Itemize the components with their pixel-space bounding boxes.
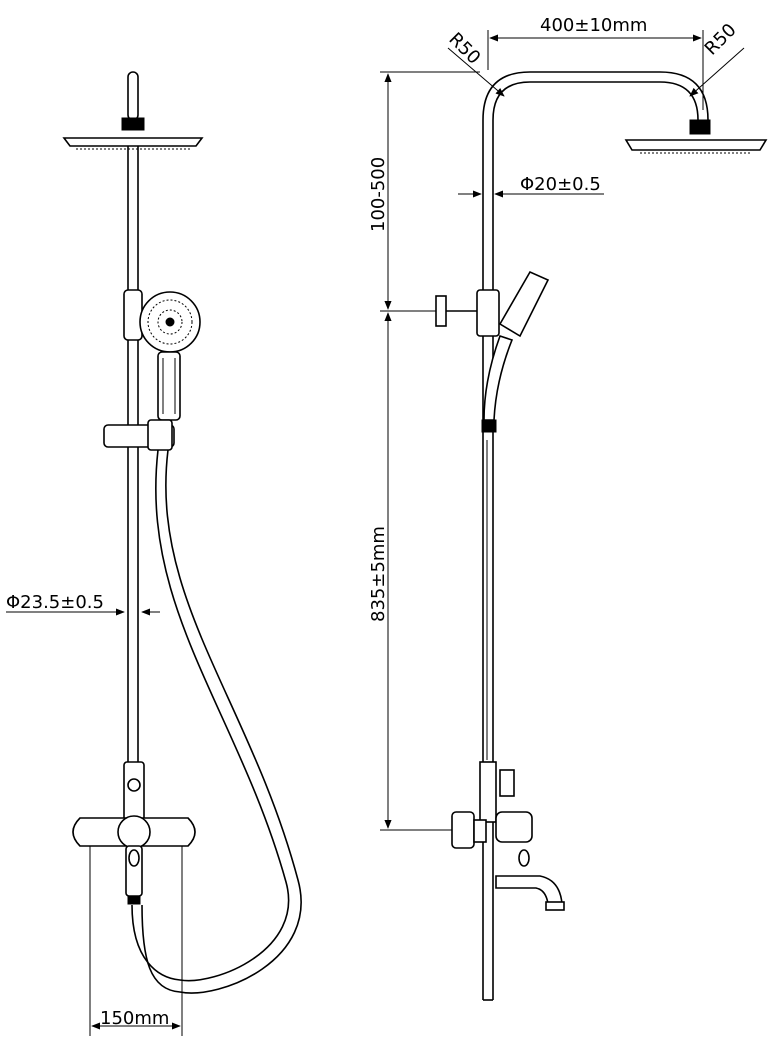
dim-pipe-diameter-lower: Φ23.5±0.5 bbox=[6, 592, 104, 613]
front-diverter bbox=[123, 761, 145, 823]
side-wall-bracket bbox=[435, 295, 447, 327]
front-rain-head-connector bbox=[121, 117, 145, 131]
front-upper-holder bbox=[123, 289, 143, 341]
side-riser-inner bbox=[492, 81, 699, 1000]
front-mixer-handle bbox=[117, 815, 151, 849]
dim-pipe-length: 835±5mm bbox=[368, 526, 389, 622]
side-mixer-knob bbox=[451, 811, 475, 849]
side-mixer-body bbox=[495, 811, 533, 843]
side-diverter bbox=[479, 761, 497, 823]
side-spout bbox=[495, 875, 563, 905]
dim-height-adjust: 100-500 bbox=[368, 157, 389, 232]
front-hand-shower-handle bbox=[157, 351, 181, 421]
dim-spacing: 150mm bbox=[100, 1008, 169, 1029]
front-view bbox=[6, 71, 302, 1036]
dim-radius-left: R50 bbox=[444, 29, 484, 69]
side-rain-head-connector bbox=[689, 119, 711, 135]
dim-radius-right: R50 bbox=[701, 20, 741, 60]
front-hose-inner bbox=[131, 449, 290, 982]
front-top-finial bbox=[127, 71, 139, 121]
side-hand-shower-handle bbox=[483, 334, 514, 421]
side-rain-shower-head bbox=[624, 139, 768, 151]
front-rain-shower-head bbox=[62, 137, 204, 147]
side-hand-shower-head bbox=[498, 270, 550, 338]
dim-arm-length: 400±10mm bbox=[540, 15, 647, 36]
side-view bbox=[380, 30, 768, 1001]
front-hose-outer bbox=[141, 449, 302, 994]
side-riser-outer bbox=[482, 71, 709, 1000]
dim-pipe-diameter-upper: Φ20±0.5 bbox=[520, 174, 601, 195]
